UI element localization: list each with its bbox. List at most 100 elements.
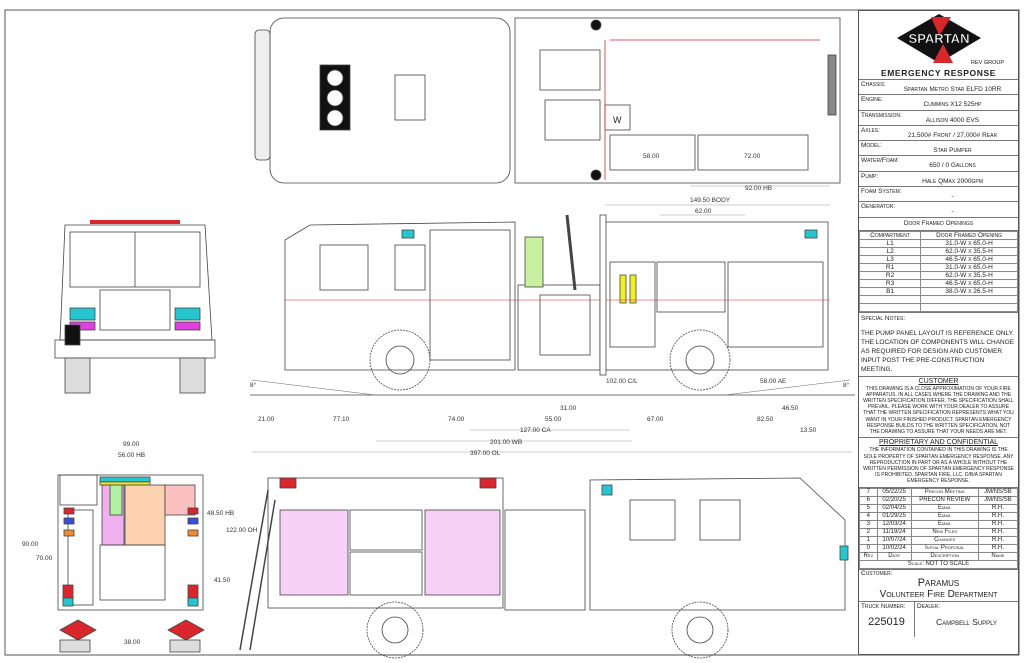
scale-note: Scale: NOT TO SCALE	[859, 559, 1018, 569]
side-view-dimensions: 149.50 BODY 62.00 8° 8° 102.00 C/L 58.00…	[250, 197, 855, 457]
revision-name: R.H.	[977, 511, 1018, 521]
revision-name: JM/NS/SB	[977, 495, 1018, 505]
opening-row-empty	[859, 302, 1018, 312]
openings-section: Door Framed Openings	[859, 216, 1018, 230]
revision-desc: Email	[910, 519, 979, 529]
revision-rev: 0	[859, 543, 878, 553]
dim-hosebed-56: 56.00 HB	[118, 452, 145, 459]
spec-row: Model: Star Pumper	[859, 140, 1018, 155]
spec-value: Star Pumper	[933, 147, 972, 155]
opening-size: 31.0-W x 65.0-H	[920, 262, 1018, 272]
dim-compartment-58: 58.00	[643, 153, 660, 160]
dim-55: 55.00	[545, 416, 562, 423]
dim-21: 21.00	[258, 416, 275, 423]
special-notes-text: The pump panel layout is reference only.…	[861, 329, 1015, 373]
spec-row: Pump:Hale QMax 2000gpm	[859, 170, 1018, 186]
top-view-dimensions: 58.00 72.00 92.00 HB	[643, 153, 830, 192]
spec-value: -	[951, 208, 954, 216]
revision-rev: 2	[859, 527, 878, 537]
logo-sub: REV GROUP	[971, 60, 1004, 66]
dim-46: 46.50	[782, 405, 799, 412]
revision-date: 10/07/24	[876, 535, 912, 545]
opening-size: 46.5-W x 65.0-H	[920, 278, 1018, 288]
rear-view	[57, 474, 205, 653]
revision-date: 02/04/25	[876, 503, 912, 513]
spec-row: Axles:21,500# Front / 27,000# Rear	[859, 124, 1018, 140]
revision-desc: Initial Proposal	[910, 543, 979, 553]
revision-desc: Email	[910, 503, 979, 513]
dim-cab-to-axle: 127.00 CA	[520, 427, 551, 434]
customer-heading: CUSTOMER	[918, 377, 959, 385]
truck-number: 225019	[868, 615, 905, 628]
spartan-logo: SPARTAN REV GROUP	[859, 11, 1018, 67]
dim-13: 13.50	[800, 427, 817, 434]
dim-77: 77.10	[333, 416, 350, 423]
compartment-id: B1	[859, 286, 922, 296]
revision-name: R.H.	[977, 535, 1018, 545]
spec-row: Chassis:Spartan Metro Star ELFD 10RR	[859, 79, 1018, 94]
spec-label: Water/Foam:	[861, 157, 900, 165]
rev-header-date: Date	[876, 551, 912, 561]
spec-row: Water/Foam: 650 / 0 Gallons	[859, 155, 1018, 170]
revision-date: 05/22/25	[876, 487, 912, 497]
compartment-id: R3	[859, 278, 922, 288]
spec-row: Foam System: -	[859, 186, 1018, 201]
dim-hosebed-48: 48.50 HB	[207, 510, 234, 517]
col-compartment: Compartment	[859, 230, 922, 240]
spec-value: -	[951, 193, 954, 201]
customer-text: This drawing is a close approximation of…	[863, 385, 1014, 436]
spec-label: Model:	[861, 142, 882, 150]
revision-rev: 1	[859, 535, 878, 545]
truck-dealer-block: Truck Number: 225019 Dealer: Campbell Su…	[859, 600, 1018, 637]
dim-62: 62.00	[695, 208, 712, 215]
openings-title: Door Framed Openings	[903, 219, 974, 227]
dim-height-90: 90.00	[22, 541, 39, 548]
compartment-id: L3	[859, 254, 922, 264]
compartment-id: L1	[859, 238, 922, 248]
dim-hosebed-92: 92.00 HB	[745, 185, 772, 192]
revision-date: 02/20/25	[876, 495, 912, 505]
spec-value: Cummins X12 525hp	[923, 101, 982, 109]
spec-label: Transmission:	[861, 111, 902, 119]
compartment-id: R2	[859, 270, 922, 280]
dim-ae: 58.00 AE	[760, 378, 787, 385]
revision-name: JM/NS/SB	[977, 487, 1018, 497]
dim-38: 38.00	[124, 639, 141, 646]
opening-size: 38.0-W x 26.5-H	[920, 286, 1018, 296]
spec-value: Allison 4000 EVS	[925, 116, 980, 124]
dim-74: 74.00	[448, 416, 465, 423]
revision-name: R.H.	[977, 527, 1018, 537]
dim-width-99: 99.00	[123, 441, 140, 448]
front-view	[54, 220, 216, 394]
revision-desc: PRECON REVIEW	[910, 495, 979, 505]
revision-name: R.H.	[977, 503, 1018, 513]
spec-label: Foam System:	[861, 188, 902, 196]
spec-label: Chassis:	[861, 81, 886, 88]
division-name: EMERGENCY RESPONSE	[880, 68, 997, 78]
spec-value: 650 / 0 Gallons	[929, 162, 976, 170]
compartment-id: R1	[859, 262, 922, 272]
revision-date: 11/19/24	[876, 527, 912, 537]
spartan-logo-graphic: SPARTAN REV GROUP	[897, 14, 1004, 66]
dim-31: 31.00	[560, 405, 577, 412]
customer-label: Customer:	[861, 569, 893, 577]
spec-label: Pump:	[861, 172, 879, 180]
dim-41: 41.50	[214, 577, 231, 584]
spec-row: Transmission: Allison 4000 EVS	[859, 109, 1018, 125]
opening-size: 62.0-W x 35.5-H	[920, 246, 1018, 256]
opening-row-empty	[859, 294, 1018, 304]
revision-rev: 5	[859, 503, 878, 513]
